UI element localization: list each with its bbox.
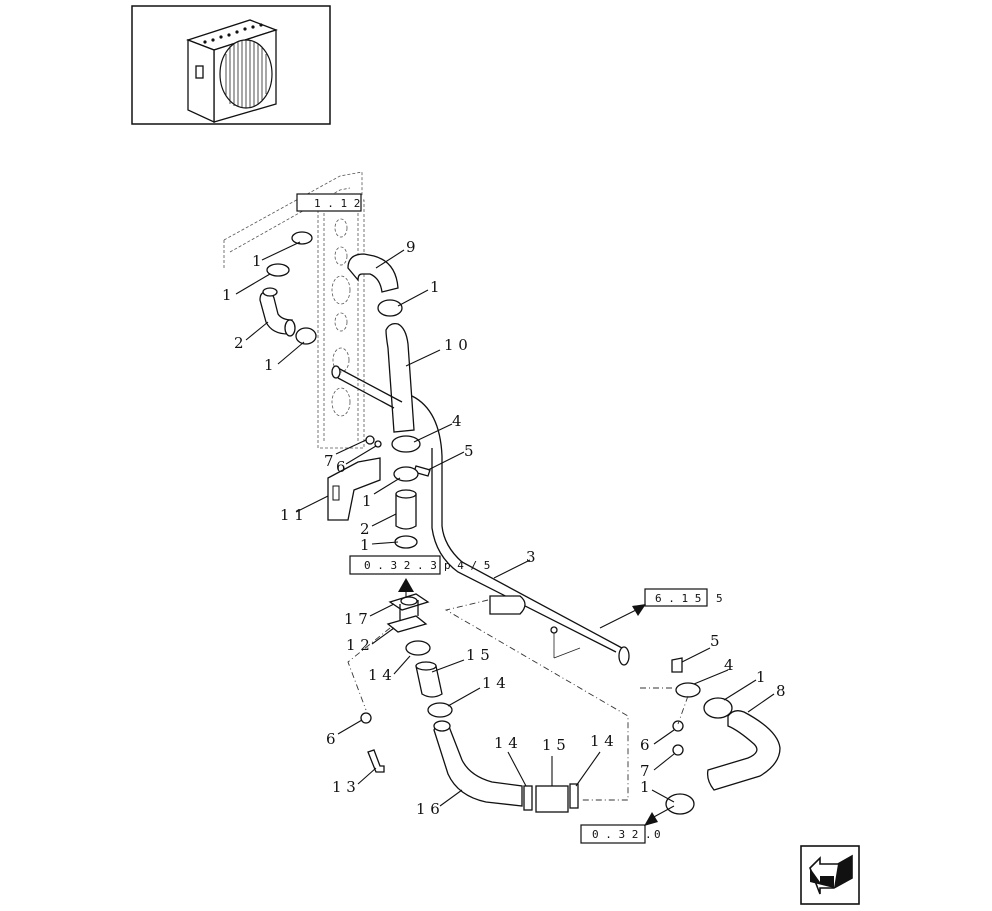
clamp-part bbox=[291, 231, 313, 245]
arrow-left-icon bbox=[644, 812, 658, 826]
callout: 2 bbox=[360, 520, 370, 538]
callout: 5 bbox=[710, 632, 720, 650]
thumbnail-inset bbox=[131, 5, 331, 125]
reference-box-2[interactable]: 0 . 3 2 . 3 p 4 / 5 bbox=[349, 555, 490, 598]
reference-label: 0 . 3 2 . 3 bbox=[364, 559, 437, 572]
bracket-assembly bbox=[327, 435, 431, 549]
hose-9-part bbox=[347, 253, 399, 293]
callout: 1 bbox=[756, 668, 766, 686]
callout: 1 2 bbox=[346, 636, 370, 654]
clamp-part bbox=[394, 535, 418, 549]
callout: 7 bbox=[640, 762, 650, 780]
hose-8-part bbox=[706, 710, 781, 791]
reference-suffix: 0 bbox=[654, 828, 661, 841]
callout: 1 5 bbox=[466, 646, 490, 664]
clamp-part bbox=[665, 793, 695, 815]
arrow-up-icon bbox=[398, 578, 414, 592]
callout: 1 0 bbox=[444, 336, 468, 354]
callout: 6 bbox=[336, 458, 346, 476]
clamp-part bbox=[427, 702, 453, 718]
hose-15b-part bbox=[535, 785, 569, 813]
callout: 4 bbox=[724, 656, 734, 674]
connection-paths bbox=[347, 599, 689, 801]
right-hose-assembly bbox=[665, 657, 781, 815]
flange-assembly bbox=[386, 593, 579, 813]
callout: 1 4 bbox=[368, 666, 392, 684]
callout: 1 1 bbox=[280, 506, 304, 524]
arrow-right-icon bbox=[632, 604, 646, 616]
clamp-part bbox=[703, 697, 733, 719]
cooling-frame bbox=[223, 171, 365, 449]
reference-suffix: p 4 / 5 bbox=[444, 559, 490, 572]
clamp-part bbox=[295, 327, 317, 345]
callout: 1 bbox=[222, 286, 232, 304]
reference-box-1[interactable]: 1 . 1 2 bbox=[296, 193, 362, 212]
reference-suffix: 5 bbox=[716, 592, 723, 605]
clamp-part bbox=[675, 682, 701, 698]
callout-labels: 9 1 1 1 2 1 1 0 4 5 7 6 1 1 1 2 1 3 1 7 … bbox=[222, 238, 786, 818]
clamp-part bbox=[405, 640, 431, 656]
upper-left-hose-assembly bbox=[259, 231, 317, 345]
clamp-part bbox=[377, 299, 403, 317]
reference-box-3[interactable]: 6 . 1 5 5 bbox=[599, 588, 723, 629]
callout: 7 bbox=[324, 452, 334, 470]
reference-box-4[interactable]: 0 . 3 2 . 0 bbox=[580, 805, 675, 844]
callout: 1 3 bbox=[332, 778, 356, 796]
callout: 1 5 bbox=[542, 736, 566, 754]
callout: 3 bbox=[526, 548, 536, 566]
callout: 1 bbox=[360, 536, 370, 554]
callout: 6 bbox=[326, 730, 336, 748]
callout: 1 bbox=[264, 356, 274, 374]
callout: 1 bbox=[640, 778, 650, 796]
bolt-5-part bbox=[671, 657, 683, 673]
pipe-10-part bbox=[385, 322, 415, 433]
callout: 1 bbox=[430, 278, 440, 296]
main-pipe-3 bbox=[411, 395, 630, 666]
callout: 9 bbox=[406, 238, 416, 256]
radiator-thumbnail-icon bbox=[186, 19, 278, 124]
callout: 8 bbox=[776, 682, 786, 700]
callout: 4 bbox=[452, 412, 462, 430]
callout: 1 4 bbox=[590, 732, 614, 750]
upper-hose-assembly bbox=[331, 253, 421, 453]
gasket-12-part bbox=[386, 615, 428, 633]
left-fasteners bbox=[360, 712, 385, 773]
return-nav-button[interactable] bbox=[800, 845, 860, 905]
callout: 1 6 bbox=[416, 800, 440, 818]
callout: 1 bbox=[362, 492, 372, 510]
callout: 5 bbox=[464, 442, 474, 460]
clamp-part bbox=[393, 466, 419, 482]
bracket-11-part bbox=[327, 457, 381, 521]
clamp-part bbox=[569, 783, 579, 809]
callout: 1 7 bbox=[344, 610, 368, 628]
clamp-part bbox=[391, 435, 421, 453]
callout: 1 bbox=[252, 252, 262, 270]
callout: 2 bbox=[234, 334, 244, 352]
callout: 1 4 bbox=[494, 734, 518, 752]
callout: 6 bbox=[640, 736, 650, 754]
bolt-13-part bbox=[367, 749, 385, 773]
reference-label: 6 . 1 5 bbox=[655, 592, 701, 605]
leader-lines bbox=[235, 241, 775, 807]
clamp-part bbox=[523, 785, 533, 811]
reference-label: 0 . 3 2 . bbox=[592, 828, 652, 841]
return-arrow-icon bbox=[809, 854, 853, 895]
reference-label: 1 . 1 2 bbox=[314, 197, 360, 210]
clamp-part bbox=[266, 263, 290, 277]
callout: 1 4 bbox=[482, 674, 506, 692]
